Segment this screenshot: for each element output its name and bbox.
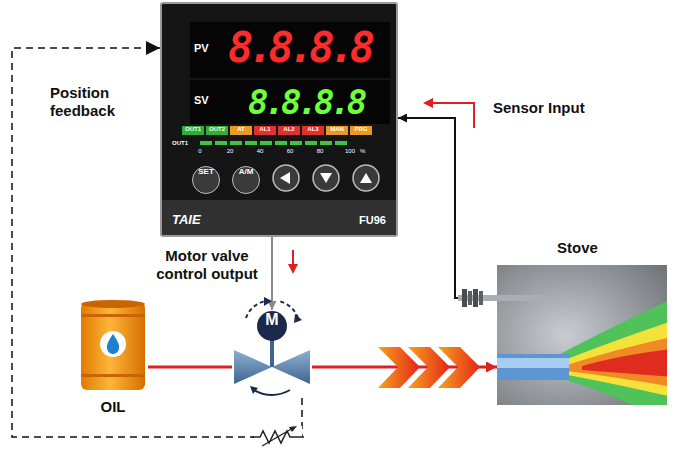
scale-number: 60 <box>287 147 294 155</box>
oil-barrel: OIL <box>78 298 148 423</box>
indicator-label: MAN <box>326 126 348 135</box>
set-button: SET <box>192 166 220 194</box>
indicator-label: AL1 <box>254 126 276 135</box>
scale-number: 20 <box>227 147 234 155</box>
resistor-symbol <box>252 426 304 448</box>
output-label: Motor valve control output <box>148 247 266 283</box>
sv-digits: 8.8.8.8 <box>248 82 363 122</box>
indicator-label: AL2 <box>278 126 300 135</box>
scale-number: 40 <box>257 147 264 155</box>
motor-label: M <box>257 311 287 329</box>
display-tag: PV <box>194 42 209 54</box>
scale-number: 0 <box>198 147 201 155</box>
model-name: FU96 <box>359 214 386 226</box>
stove: Stove <box>497 237 667 405</box>
control-output-arrow <box>288 250 298 274</box>
sv-display: SV 8.8.8.8 <box>190 80 390 124</box>
pv-digits: 8.8.8.8 <box>228 24 370 72</box>
connector-line <box>148 366 232 369</box>
controller-unit: TAIEFU96PV8.8.8.8SV8.8.8.8SETA/MOUT1OUT2… <box>160 2 398 237</box>
stove-label: Stove <box>557 239 598 256</box>
am-button: A/M <box>232 166 260 194</box>
connector-line <box>398 118 497 298</box>
feedback-label: Position feedback <box>50 84 132 120</box>
sensor-probe <box>458 289 498 307</box>
scale-unit: % <box>360 147 365 155</box>
stove-drawing <box>497 237 667 405</box>
scale-number: 80 <box>317 147 324 155</box>
display-tag: SV <box>194 94 209 106</box>
button-label: SET <box>193 167 219 176</box>
indicator-label: PRG <box>350 126 372 135</box>
button-label: A/M <box>233 167 259 176</box>
input-label: Sensor Input <box>493 99 585 117</box>
sensor-input-arrow <box>423 98 474 128</box>
bar-label: OUT1 <box>172 139 188 147</box>
indicator-label: AT <box>230 126 252 135</box>
indicator-label: OUT1 <box>182 126 204 135</box>
oil-label: OIL <box>78 398 148 415</box>
indicator-label: OUT2 <box>206 126 228 135</box>
indicator-label: AL3 <box>302 126 324 135</box>
connector-line <box>271 237 273 310</box>
scale-number: 100 <box>345 147 355 155</box>
motor-valve: M <box>232 310 312 398</box>
pv-display: PV 8.8.8.8 <box>190 22 390 78</box>
brand-name: TAIE <box>172 212 201 227</box>
flow-chevrons <box>378 347 480 388</box>
